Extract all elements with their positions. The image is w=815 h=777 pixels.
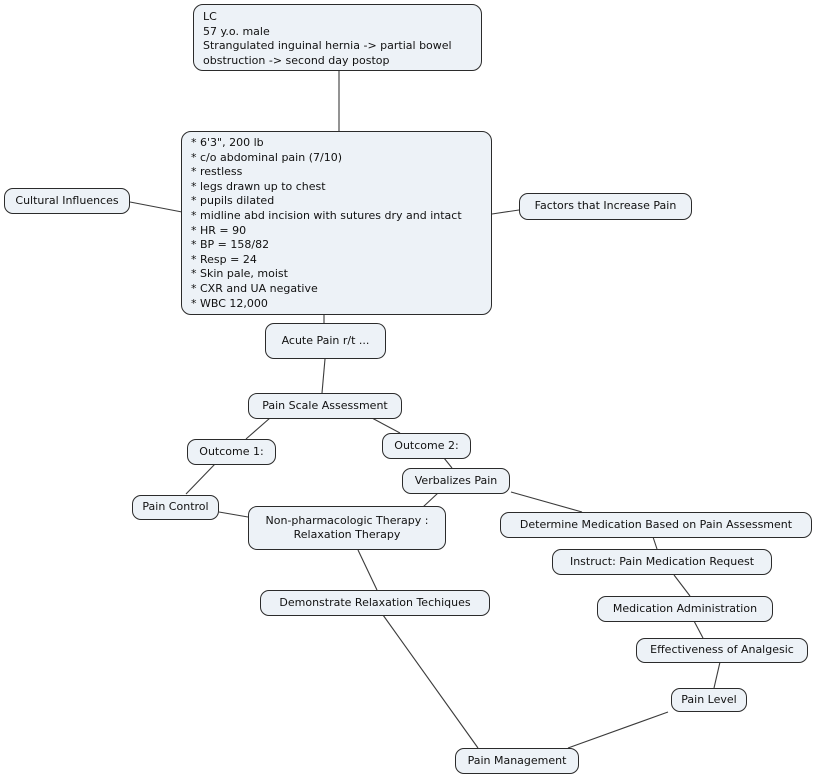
connector-painlevel-to-painmgmt [567, 711, 669, 749]
connector-cultural-to-findings [129, 201, 183, 213]
connector-outcome1-to-paincontrol [185, 463, 216, 495]
node-medication-administration[interactable]: Medication Administration [597, 596, 773, 622]
node-verbalizes-pain[interactable]: Verbalizes Pain [402, 468, 510, 494]
connector-instruct-to-medadmin [673, 574, 691, 597]
node-pain-management[interactable]: Pain Management [455, 748, 579, 774]
node-pain-level[interactable]: Pain Level [671, 688, 747, 712]
node-patient-summary[interactable]: LC 57 y.o. male Strangulated inguinal he… [193, 4, 482, 71]
node-demonstrate-relaxation-techniques[interactable]: Demonstrate Relaxation Techiques [260, 590, 490, 616]
connector-demonstrate-to-painmgmt [382, 614, 479, 749]
node-cultural-influences[interactable]: Cultural Influences [4, 188, 130, 214]
connector-paincontrol-to-nonpharm [218, 511, 249, 518]
connector-determine-to-instruct [652, 536, 658, 550]
node-instruct-pain-medication-request[interactable]: Instruct: Pain Medication Request [552, 549, 772, 575]
connector-medadmin-to-effectiveness [693, 620, 704, 639]
node-determine-medication[interactable]: Determine Medication Based on Pain Asses… [500, 512, 812, 538]
connector-effectiveness-to-painlevel [713, 661, 721, 689]
node-pain-control[interactable]: Pain Control [132, 495, 219, 520]
node-assessment-findings[interactable]: * 6'3", 200 lb * c/o abdominal pain (7/1… [181, 131, 492, 315]
connector-verbalizes-to-nonpharm [422, 492, 439, 508]
connector-painscale-to-outcome2 [371, 417, 401, 434]
connector-outcome2-to-verbalizes [443, 457, 453, 469]
node-factors-that-increase-pain[interactable]: Factors that Increase Pain [519, 193, 692, 220]
node-effectiveness-of-analgesic[interactable]: Effectiveness of Analgesic [636, 638, 808, 663]
connector-painscale-to-outcome1 [245, 417, 271, 440]
node-outcome-1[interactable]: Outcome 1: [187, 439, 276, 465]
node-pain-scale-assessment[interactable]: Pain Scale Assessment [248, 393, 402, 419]
node-nonpharmacologic-therapy[interactable]: Non-pharmacologic Therapy : Relaxation T… [248, 506, 446, 550]
connector-verbalizes-to-determine [510, 491, 583, 513]
node-outcome-2[interactable]: Outcome 2: [382, 433, 471, 459]
connector-acutepain-to-painscale [321, 358, 326, 394]
connector-nonpharm-to-demonstrate [357, 549, 378, 591]
connector-findings-to-factors [491, 209, 520, 215]
node-acute-pain-diagnosis[interactable]: Acute Pain r/t ... [265, 323, 386, 359]
